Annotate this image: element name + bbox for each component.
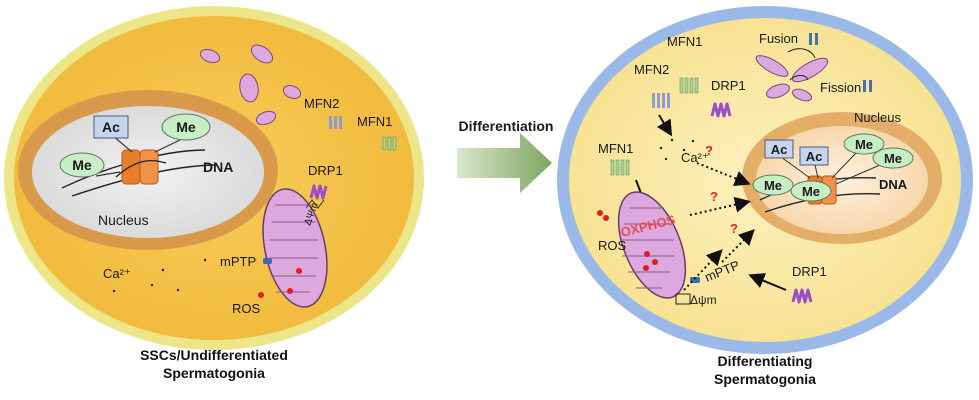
left-ac-label: Ac <box>102 119 120 135</box>
right-ac-box <box>799 146 829 179</box>
left-ros-label: ROS <box>232 301 261 316</box>
left-mfn2-label: MFN2 <box>304 96 339 111</box>
right-drp1-bottom-label: DRP1 <box>792 264 827 279</box>
left-me-tail <box>95 171 121 177</box>
left-drp1-label: DRP1 <box>308 163 343 178</box>
left-mitochondrion <box>262 188 328 308</box>
left-mfn1-icon <box>382 136 397 151</box>
fusion-up-arrows-icon <box>809 33 818 45</box>
potential-to-nucleus-dotted-arrow <box>683 249 723 291</box>
right-me-oval <box>831 133 885 179</box>
right-mfn1-top-icon <box>679 77 699 94</box>
right-calcium-dots <box>659 138 695 161</box>
right-mfn1-top-label: MFN1 <box>667 34 702 49</box>
question-mark-1: ? <box>705 143 713 158</box>
question-mark-2: ? <box>710 189 718 204</box>
fission-up-arrows-icon <box>863 80 872 92</box>
left-mptp-icon <box>263 258 272 264</box>
right-fusion-fission-mitos <box>755 48 829 102</box>
left-ac-box <box>93 115 129 139</box>
right-mfn2-label: MFN2 <box>634 62 669 77</box>
question-mark-3: ? <box>730 221 738 236</box>
right-cell: Nucleus Ac Ac Me Me <box>557 6 973 354</box>
mptp-to-nucleus-dotted-arrow <box>721 229 755 263</box>
left-ac-tail <box>112 135 133 153</box>
left-dna-wrap <box>115 160 167 178</box>
left-caption-line1: SSCs/Undifferentiated <box>140 347 288 363</box>
left-me-tail <box>154 139 181 153</box>
left-mptp-label: mPTP <box>220 254 256 269</box>
right-mptp-icon <box>690 277 700 283</box>
right-me-label-1: Me <box>855 137 873 152</box>
left-nucleus-label: Nucleus <box>98 212 149 228</box>
left-caption-line2: Spermatogonia <box>163 365 265 381</box>
right-drp1-bottom-icon <box>791 288 813 304</box>
left-calcium-dots <box>112 258 207 293</box>
left-me-oval-top <box>161 113 211 141</box>
right-mitochondrion <box>617 191 687 299</box>
left-mfn1-label: MFN1 <box>357 114 392 129</box>
mfn2-to-calcium-arrow <box>656 114 673 137</box>
right-me-label-3: Me <box>764 178 782 193</box>
left-cell: Ac Me Me DNA Nucleus MFN2 MFN1 <box>4 6 424 350</box>
right-fusion-label: Fusion <box>759 31 798 46</box>
right-me-oval <box>835 147 914 185</box>
left-mito-fragments <box>199 44 302 126</box>
left-histone <box>121 149 159 185</box>
left-me-oval-left <box>59 152 105 178</box>
right-mfn1-icon <box>610 159 630 176</box>
left-me-label-left: Me <box>72 157 92 173</box>
left-ros-dots <box>258 268 302 298</box>
right-caption-line2: Spermatogonia <box>714 371 816 387</box>
right-membrane-potential-icon <box>675 293 691 305</box>
left-me-label-top: Me <box>176 119 196 135</box>
right-drp1-top-label: DRP1 <box>711 78 746 93</box>
differentiation-label: Differentiation <box>459 118 554 134</box>
right-membrane-potential-label: Δψm <box>690 293 717 307</box>
left-mfn2-icon <box>329 116 342 129</box>
differentiation-arrow <box>457 133 552 193</box>
right-me-label-2: Me <box>884 151 902 166</box>
left-drp1-icon <box>309 184 328 200</box>
right-me-oval <box>790 180 832 202</box>
left-dna-label: DNA <box>203 159 233 175</box>
right-caption-line1: Differentiating <box>718 353 813 369</box>
right-ac-label-2: Ac <box>806 149 823 164</box>
left-calcium-label: Ca²⁺ <box>103 266 131 281</box>
right-nucleus-label: Nucleus <box>854 110 901 125</box>
right-fission-label: Fission <box>820 80 861 95</box>
right-ros-label: ROS <box>598 238 627 253</box>
right-mfn1-label: MFN1 <box>598 141 633 156</box>
right-calcium-label: Ca²⁺ <box>681 150 709 165</box>
right-drp1-top-icon <box>710 102 732 118</box>
right-me-label-4: Me <box>802 184 820 199</box>
drp1-to-mptp-arrow <box>748 273 787 291</box>
right-ros-dots <box>597 210 658 271</box>
right-ac-label-1: Ac <box>771 142 788 157</box>
right-dna-label: DNA <box>879 177 908 192</box>
right-mfn2-icon <box>652 93 670 108</box>
right-ac-box <box>764 139 811 179</box>
calcium-to-nucleus-dotted-arrow <box>696 162 751 186</box>
